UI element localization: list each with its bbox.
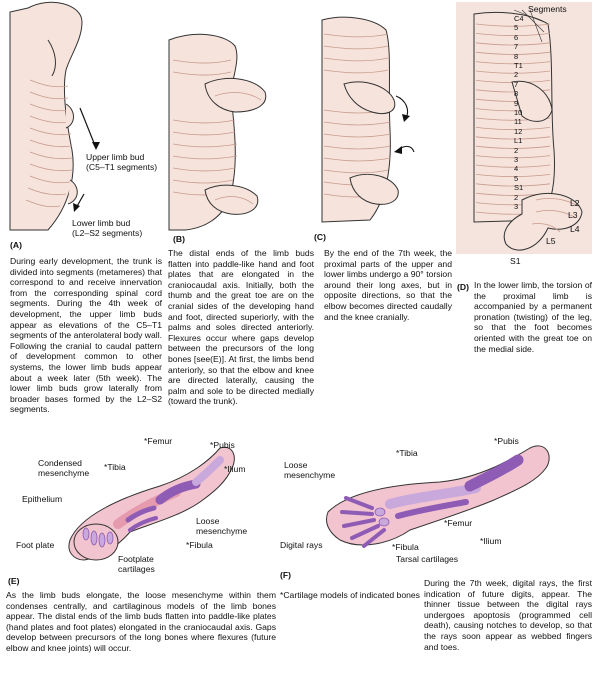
cartilage-footnote: *Cartilage models of indicated bones: [280, 590, 420, 600]
segment-label: 2: [514, 145, 519, 155]
lower-limb-bud-text: Lower limb bud: [72, 218, 131, 228]
segment-line: [475, 42, 551, 46]
f-digital-rays-label: Digital rays: [280, 540, 323, 550]
panel-f: *Pubis Loose mesenchyme *Tibia Digital r…: [280, 420, 595, 580]
segment-line: [475, 61, 551, 65]
leg-label-l5: L5: [546, 236, 556, 246]
f-tibia-label: *Tibia: [396, 448, 418, 458]
f-pubis-label: *Pubis: [494, 436, 519, 446]
e-epithelium-label: Epithelium: [22, 494, 63, 504]
panel-a-caption: During early development, the trunk is d…: [10, 256, 162, 415]
panel-d-letter: (D): [457, 282, 469, 292]
panel-b: (B): [165, 0, 313, 250]
panel-c: (C): [314, 0, 452, 245]
segment-line: [475, 136, 551, 140]
e-femur-label: *Femur: [144, 436, 173, 446]
panel-e-letter: (E): [8, 576, 20, 586]
f-ilium-label: *Ilium: [480, 536, 502, 546]
segment-line: [475, 127, 551, 131]
segment-line: [475, 155, 551, 159]
e-loose-mesenchyme-label: Loose mesenchyme: [196, 516, 248, 536]
leg-label-l4: L4: [570, 224, 580, 234]
segment-label: 7: [514, 79, 519, 89]
panel-b-caption: The distal ends of the limb buds flatten…: [168, 248, 314, 407]
leg-label-l3: L3: [568, 210, 578, 220]
segment-label: 10: [514, 108, 523, 117]
panel-c-letter: (C): [314, 232, 326, 242]
segment-line: [475, 70, 551, 74]
panel-a: Upper limb bud (C5–T1 segments) Lower li…: [0, 0, 165, 250]
segments-title: Segments: [528, 4, 567, 14]
segment-label: 11: [514, 117, 522, 127]
segment-label: 5: [514, 23, 519, 33]
lower-limb-segments-text: (L2–S2 segments): [72, 228, 143, 238]
panel-a-letter: (A): [10, 240, 22, 250]
panel-f-limb-illustration: [326, 445, 550, 548]
segment-label: T1: [514, 61, 523, 70]
e-footplate-cartilages-label: Footplate cartilages: [118, 554, 155, 574]
f-loose-mesenchyme-label: Loose mesenchyme: [284, 460, 336, 480]
e-pubis-label: *Pubis: [210, 440, 235, 450]
segment-line: [475, 183, 551, 187]
panel-e: *Femur *Pubis Condensed mesenchyme *Tibi…: [0, 420, 280, 586]
panel-e-limb-illustration: [68, 446, 235, 561]
panel-b-letter: (B): [173, 234, 185, 244]
e-foot-plate-label: Foot plate: [16, 540, 55, 550]
panel-c-caption: By the end of the 7th week, the proximal…: [324, 248, 452, 322]
upper-limb-segments-text: (C5–T1 segments): [86, 162, 158, 172]
segment-label: 8: [514, 89, 519, 99]
panel-e-caption: As the limb buds elongate, the loose mes…: [6, 590, 276, 653]
segment-label: C4: [514, 14, 524, 23]
segment-label: 9: [514, 98, 519, 108]
panel-c-embryo-illustration: [321, 16, 415, 223]
f-femur-label: *Femur: [444, 518, 473, 528]
f-fibula-label: *Fibula: [392, 542, 419, 552]
segment-label: 7: [514, 42, 519, 52]
segment-label: L1: [514, 136, 523, 146]
e-condensed-mesenchyme-label: Condensed mesenchyme: [38, 458, 90, 478]
segment-line: [475, 145, 551, 149]
segment-label: 3: [514, 202, 519, 211]
upper-limb-bud-text: Upper limb bud: [86, 152, 145, 162]
segment-label: 4: [514, 164, 519, 174]
segment-label: S1: [514, 183, 524, 193]
e-tibia-label: *Tibia: [104, 462, 126, 472]
panel-a-embryo-illustration: [9, 1, 100, 231]
segment-label: 8: [514, 51, 519, 61]
segment-line: [475, 33, 551, 37]
segment-label: 5: [514, 173, 519, 183]
segment-line: [475, 89, 551, 93]
segment-line: [475, 174, 551, 178]
e-fibula-label: *Fibula: [186, 540, 213, 550]
lower-limb-bud-label: Lower limb bud (L2–S2 segments): [72, 218, 142, 238]
panel-d-embryo-illustration: [456, 2, 592, 254]
segment-label: 2: [514, 192, 519, 202]
segment-label: 2: [514, 70, 519, 80]
panel-d-caption: In the lower limb, the torsion of the pr…: [474, 280, 592, 354]
panel-f-letter: (F): [280, 570, 291, 580]
upper-limb-bud-label: Upper limb bud (C5–T1 segments): [86, 152, 157, 172]
segment-line: [475, 164, 551, 168]
leg-label-l2: L2: [570, 198, 580, 208]
segment-label: 3: [514, 155, 519, 164]
panel-f-caption: During the 7th week, digital rays, the f…: [424, 578, 592, 652]
segment-label: 6: [514, 32, 519, 42]
leg-label-s1: S1: [510, 256, 521, 266]
segment-line: [475, 23, 551, 27]
segment-label: 12: [514, 126, 523, 136]
panel-b-embryo-illustration: [168, 33, 267, 231]
f-tarsal-cartilages-label: Tarsal cartilages: [396, 554, 459, 564]
e-ilium-label: *Ilium: [224, 464, 246, 474]
segment-line: [475, 51, 551, 55]
